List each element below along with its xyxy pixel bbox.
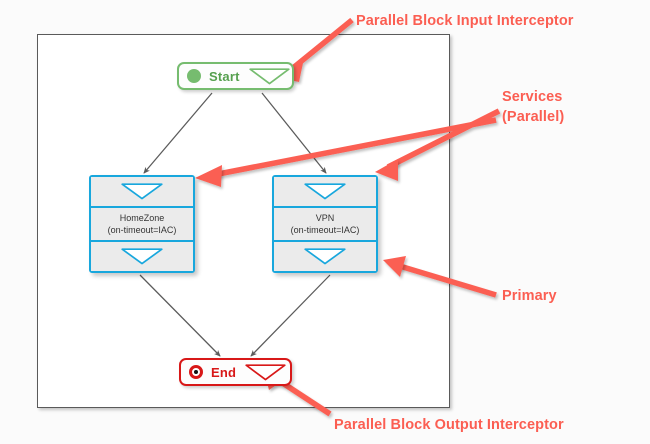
start-status-circle-icon (187, 69, 201, 83)
homezone-title: HomeZone (119, 212, 165, 223)
vpn-input-interceptor[interactable] (274, 177, 376, 208)
homezone-input-interceptor-chevron-icon[interactable] (121, 183, 163, 200)
vpn-input-interceptor-chevron-icon[interactable] (304, 183, 346, 200)
vpn-title: VPN (315, 212, 335, 223)
annotation-services-line2: (Parallel) (502, 108, 565, 125)
end-status-circle-icon (189, 365, 203, 379)
homezone-input-interceptor[interactable] (91, 177, 193, 208)
node-end[interactable]: End (179, 358, 292, 386)
node-homezone[interactable]: HomeZone (on-timeout=IAC) (89, 175, 195, 273)
node-end-label: End (211, 364, 237, 380)
homezone-subtitle: (on-timeout=IAC) (107, 225, 177, 235)
annotation-primary: Primary (502, 288, 557, 304)
vpn-output-interceptor-chevron-icon[interactable] (304, 248, 346, 265)
vpn-subtitle: (on-timeout=IAC) (290, 225, 360, 235)
homezone-output-interceptor-chevron-icon[interactable] (121, 248, 163, 265)
vpn-body: VPN (on-timeout=IAC) (274, 208, 376, 240)
vpn-output-interceptor[interactable] (274, 240, 376, 271)
homezone-output-interceptor[interactable] (91, 240, 193, 271)
node-vpn[interactable]: VPN (on-timeout=IAC) (272, 175, 378, 273)
annotation-services-line1: Services (502, 89, 563, 105)
homezone-body: HomeZone (on-timeout=IAC) (91, 208, 193, 240)
end-output-interceptor-chevron-icon[interactable] (245, 363, 286, 381)
start-input-interceptor-chevron-icon[interactable] (248, 67, 290, 85)
annotation-input-interceptor: Parallel Block Input Interceptor (356, 13, 574, 29)
annotation-output-interceptor: Parallel Block Output Interceptor (334, 417, 564, 433)
annotation-services: Services (Parallel) (502, 88, 564, 127)
node-start-label: Start (209, 68, 240, 84)
node-start[interactable]: Start (177, 62, 294, 90)
